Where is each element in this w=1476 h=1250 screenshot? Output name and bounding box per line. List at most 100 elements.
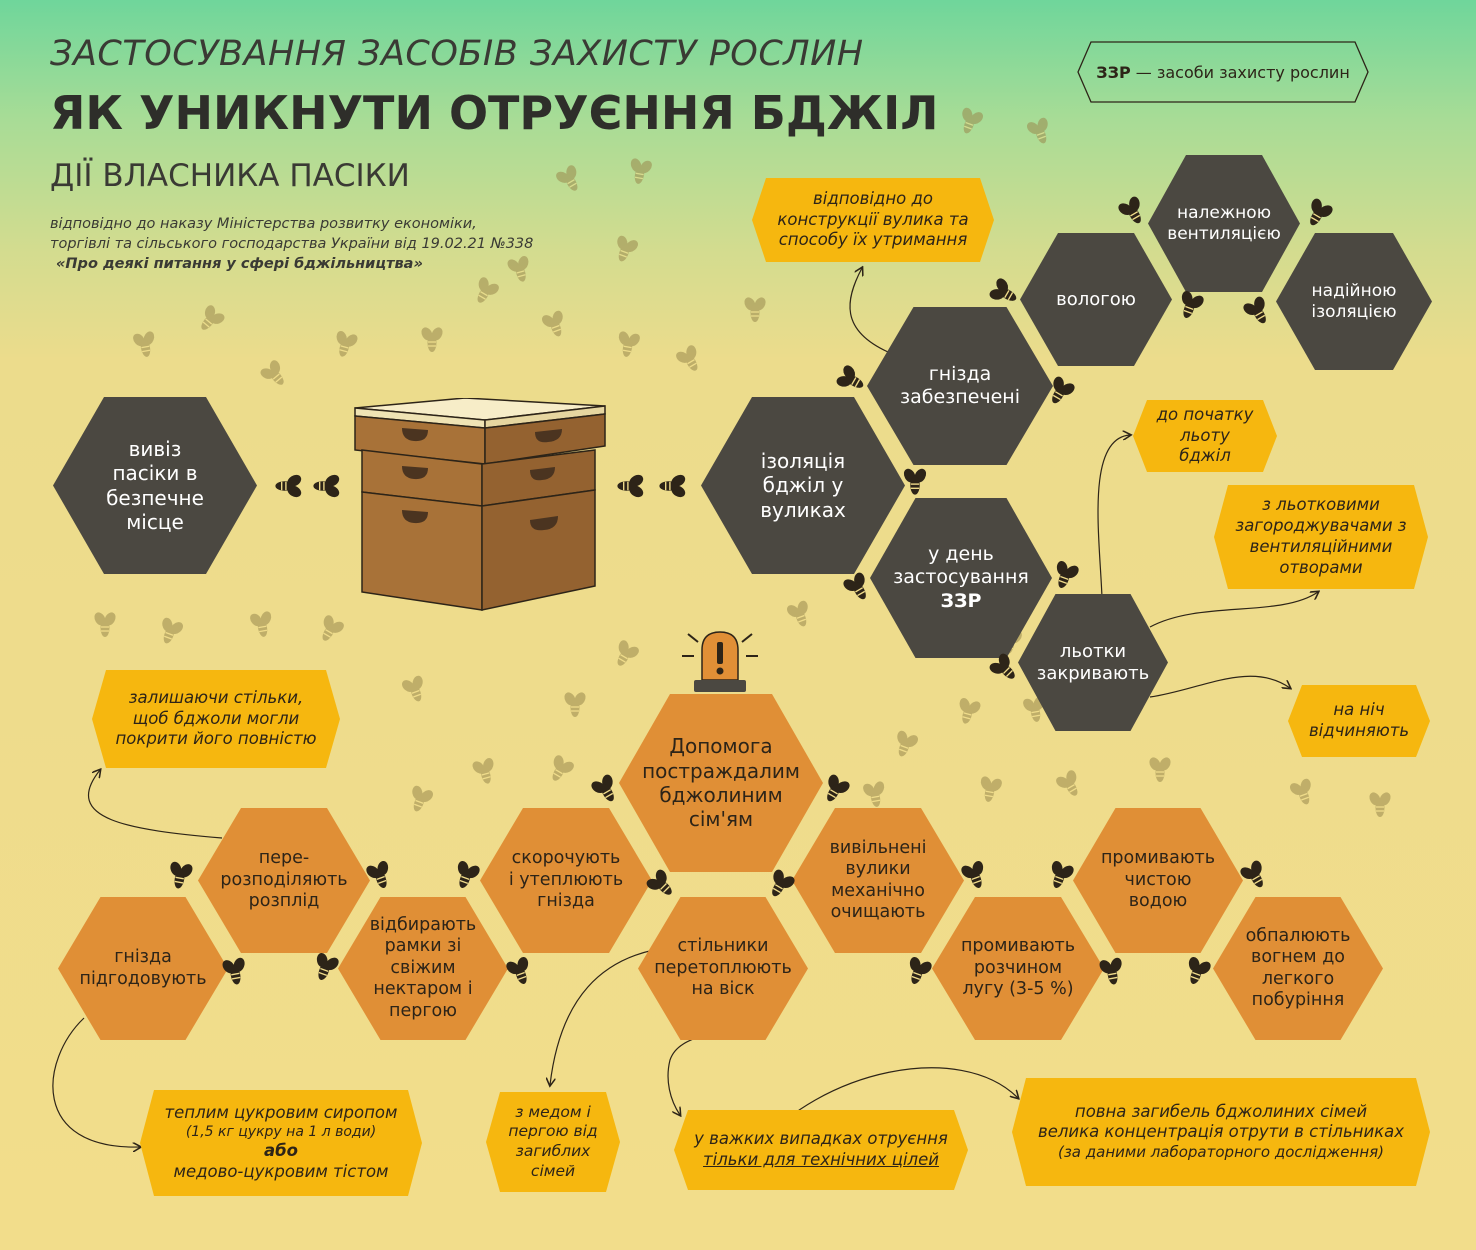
- severe-line-1: у важких випадках отруєння: [694, 1129, 948, 1149]
- legend-outline: [1077, 41, 1369, 103]
- bee-icon: [1181, 290, 1204, 318]
- bee-icon: [250, 611, 272, 637]
- wash-water-hex: промивають чистою водою: [1073, 808, 1243, 953]
- bee-icon: [1289, 778, 1311, 805]
- death-line-1: повна загибель бджолиних сімей: [1074, 1101, 1368, 1121]
- redistribute-brood-hex: пере- розподіляють розплід: [198, 808, 370, 953]
- bee-icon: [903, 468, 927, 495]
- source-line-1: відповідно до наказу Міністерства розвит…: [50, 216, 477, 232]
- bee-icon: [472, 758, 494, 784]
- bee-icon: [1149, 757, 1171, 782]
- bee-icon: [1099, 957, 1122, 985]
- cleaned-hives-hex: вивільнені вулики механічно очищають: [792, 808, 964, 953]
- with-honey-note: з медом і пергою від загиблих сімей: [486, 1092, 620, 1192]
- legend-definition: — засоби захисту рослин: [1130, 62, 1350, 82]
- syrup-line-1: теплим цукровим сиропом: [164, 1102, 398, 1122]
- bee-icon: [980, 776, 1002, 802]
- bee-icon: [316, 952, 339, 980]
- legend-box: ЗЗР — засоби захисту рослин: [1077, 41, 1369, 103]
- burn-fire-hex: обпалюють вогнем до легкого побуріння: [1213, 897, 1383, 1040]
- bee-icon: [863, 781, 885, 807]
- bee-icon: [897, 730, 919, 757]
- bee-icon: [222, 957, 245, 985]
- bee-icon: [1240, 860, 1263, 888]
- bee-icon: [591, 774, 614, 802]
- bee-icon: [1051, 860, 1074, 888]
- bee-icon: [959, 698, 981, 724]
- on-day-text: у день застосування: [893, 543, 1029, 589]
- bee-icon: [836, 365, 864, 388]
- bee-icon: [1243, 296, 1266, 324]
- source-line-3: «Про деякі питання у сфері бджільництва»: [56, 256, 423, 272]
- bee-icon: [275, 474, 302, 498]
- death-line-2: велика концентрація отрути в стільниках: [1037, 1122, 1405, 1142]
- bee-icon: [617, 640, 639, 666]
- death-line-3: (за даними лабораторного дослідження): [1057, 1143, 1385, 1162]
- bee-icon: [366, 860, 389, 888]
- help-families-hex: Допомога постраждалим бджолиним сім'ям: [619, 694, 823, 872]
- bee-icon: [989, 653, 1015, 679]
- bee-icon: [556, 165, 578, 191]
- relocate-apiary-hex: вивіз пасіки в безпечне місце: [53, 397, 257, 574]
- syrup-line-4: медово-цукровим тістом: [173, 1162, 389, 1182]
- bee-icon: [1188, 956, 1211, 984]
- bee-icon: [477, 277, 499, 303]
- bee-icon: [1026, 117, 1048, 144]
- open-at-night-note: на ніч відчиняють: [1288, 685, 1430, 757]
- bee-icon: [401, 675, 423, 702]
- severe-cases-note: у важких випадках отруєння тільки для те…: [674, 1110, 968, 1190]
- entrance-barriers-note: з льотковими загороджувачами з вентиляці…: [1214, 485, 1428, 589]
- bee-icon: [170, 861, 193, 889]
- header-title-main: ЯК УНИКНУТИ ОТРУЄННЯ БДЖІЛ: [50, 86, 939, 140]
- beehive-icon: [354, 398, 606, 611]
- moisture-hex: вологою: [1020, 233, 1172, 366]
- bee-icon: [630, 158, 652, 184]
- leave-combs-note: залишаючи стільки, щоб бджоли могли покр…: [92, 670, 340, 768]
- header-title-top: ЗАСТОСУВАННЯ ЗАСОБІВ ЗАХИСТУ РОСЛИН: [50, 34, 864, 74]
- ventilation-hex: належною вентиляцією: [1148, 155, 1300, 292]
- bee-icon: [617, 235, 639, 262]
- syrup-line-3: або: [264, 1141, 298, 1161]
- bee-icon: [962, 107, 984, 134]
- bee-icon: [961, 860, 984, 888]
- bee-icon: [989, 278, 1017, 301]
- syrup-line-2: (1,5 кг цукру на 1 л води): [185, 1123, 377, 1140]
- on-day-abbr: ЗЗР: [940, 589, 982, 612]
- alarm-beacon-icon: [682, 631, 758, 692]
- legend-text: ЗЗР — засоби захисту рослин: [1077, 41, 1369, 103]
- source-line-2: торгівлі та сільського господарства Укра…: [50, 236, 534, 252]
- bee-icon: [618, 331, 640, 357]
- bee-icon: [506, 956, 529, 984]
- total-death-note: повна загибель бджолиних сімей велика ко…: [1012, 1078, 1430, 1186]
- bee-icon: [744, 297, 766, 322]
- bee-icon: [260, 360, 284, 385]
- severe-line-2: тільки для технічних цілей: [703, 1150, 939, 1169]
- bee-icon: [1056, 770, 1078, 796]
- before-flight-note: до початку льоту бджіл: [1133, 400, 1277, 472]
- bee-icon: [457, 860, 480, 888]
- bee-icon: [843, 572, 866, 600]
- bee-icon: [1118, 196, 1141, 224]
- bee-icon: [507, 256, 529, 282]
- bee-icon: [772, 869, 795, 897]
- bee-icon: [133, 331, 155, 357]
- shrink-nests-hex: скорочують і утеплюють гнізда: [480, 808, 652, 953]
- bee-icon: [94, 612, 116, 637]
- bee-icon: [786, 600, 808, 627]
- bee-icon: [412, 785, 434, 812]
- bee-icon: [1052, 376, 1075, 404]
- bee-icon: [313, 474, 340, 498]
- legend-abbr: ЗЗР: [1096, 62, 1131, 82]
- bee-icon: [1310, 198, 1333, 226]
- hive-construction-note: відповідно до конструкції вулика та спос…: [752, 178, 994, 262]
- header-subtitle: ДІЇ ВЛАСНИКА ПАСІКИ: [50, 158, 410, 194]
- bee-icon: [659, 474, 686, 498]
- bee-icon: [1056, 560, 1079, 588]
- bee-icon: [676, 345, 698, 371]
- bee-icon: [201, 305, 225, 330]
- bee-icon: [541, 310, 563, 337]
- syrup-note: теплим цукровим сиропом (1,5 кг цукру на…: [140, 1090, 422, 1196]
- bee-icon: [1369, 792, 1391, 817]
